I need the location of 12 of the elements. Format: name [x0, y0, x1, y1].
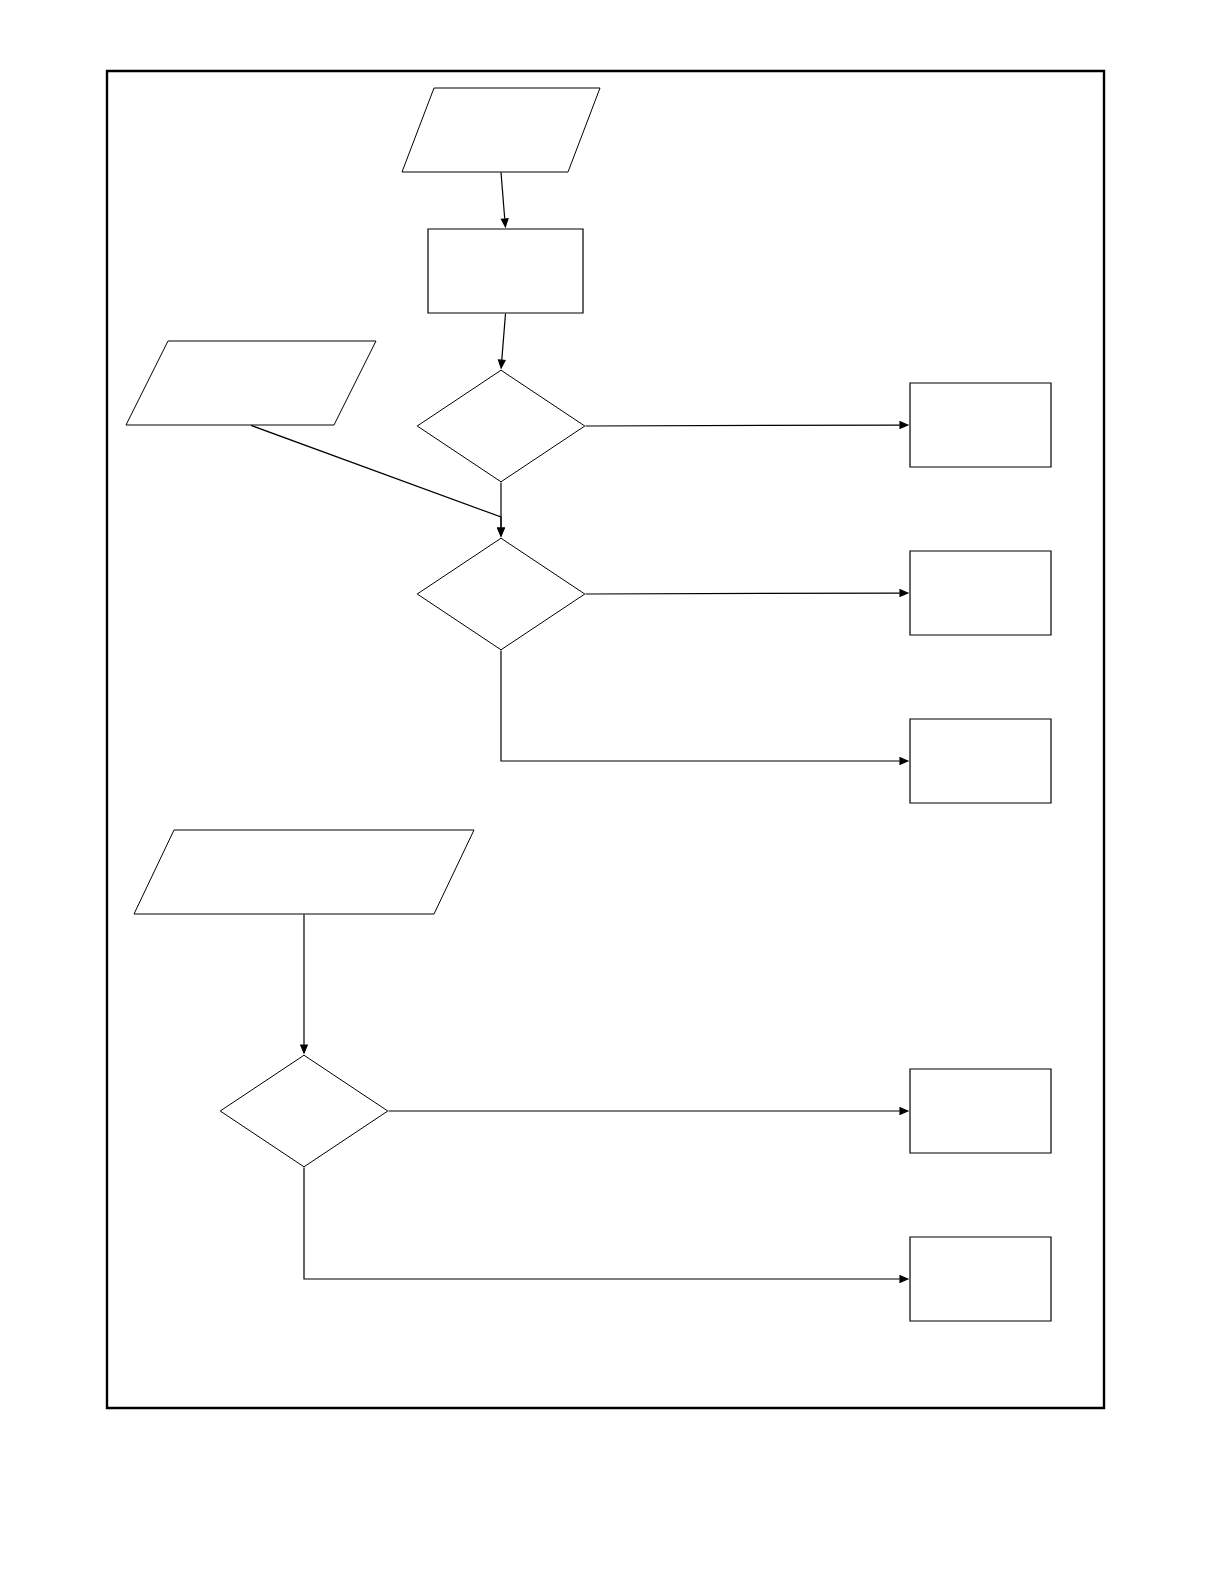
- process-box: [909, 382, 1052, 468]
- input-parallelogram: [125, 340, 377, 426]
- process-box: [909, 1236, 1052, 1322]
- process-box: [909, 718, 1052, 804]
- decision-diamond: [219, 1054, 389, 1168]
- process-box: [909, 1068, 1052, 1154]
- input-parallelogram: [133, 829, 475, 915]
- process-box: [427, 228, 584, 314]
- process-box: [909, 550, 1052, 636]
- decision-diamond: [416, 369, 586, 483]
- input-parallelogram: [401, 87, 601, 173]
- decision-diamond: [416, 537, 586, 651]
